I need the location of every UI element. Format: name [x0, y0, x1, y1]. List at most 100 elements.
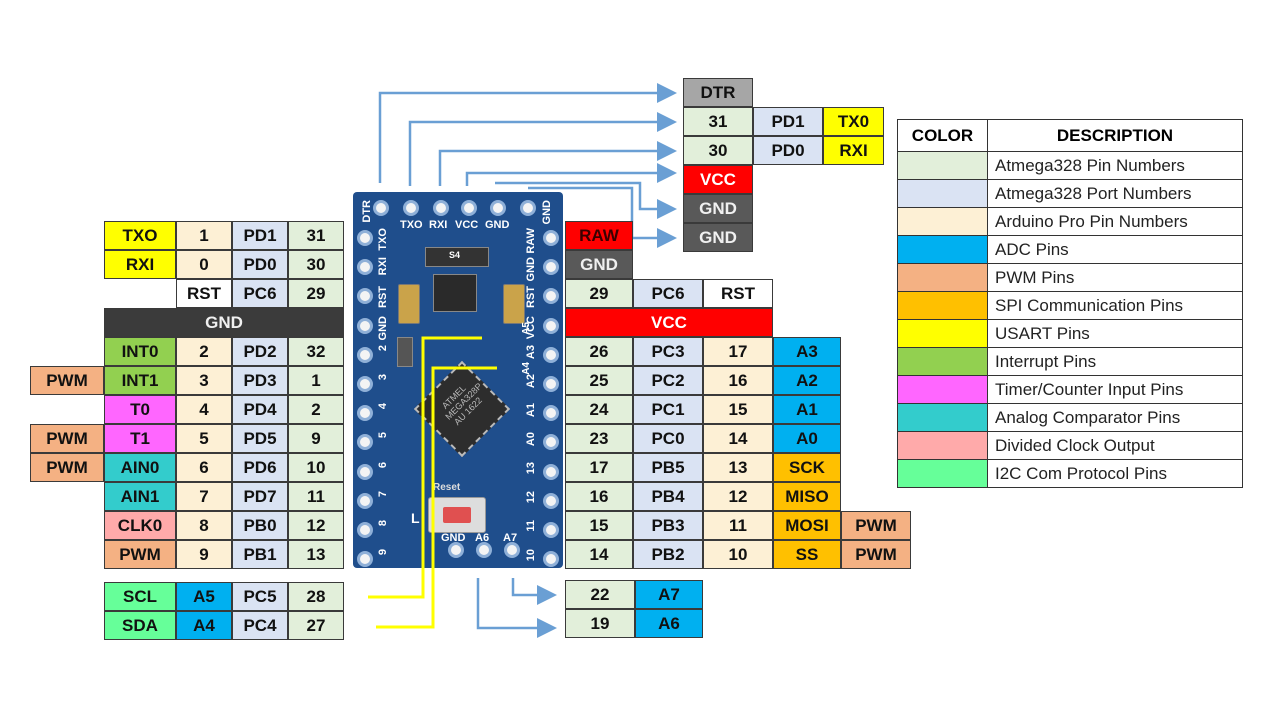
- right-rst-label: RST: [703, 279, 773, 308]
- left-arduino-pin: 4: [176, 395, 232, 424]
- left-port: PD2: [232, 337, 288, 366]
- capacitor-right: [503, 284, 525, 324]
- left-atmega-pin: 2: [288, 395, 344, 424]
- left-port: PB1: [232, 540, 288, 569]
- pin-hole-right: [543, 463, 559, 480]
- pin-hole-top: [403, 200, 419, 216]
- right-rst-port: PC6: [633, 279, 703, 308]
- arrow-a6: [476, 578, 557, 638]
- left-func: CLK0: [104, 511, 176, 540]
- left-func: INT0: [104, 337, 176, 366]
- regulator-label: S4: [449, 250, 461, 260]
- right-func: A1: [773, 395, 841, 424]
- capacitor-left: [398, 284, 420, 324]
- right-func: MISO: [773, 482, 841, 511]
- top-row-2-port: PD0: [753, 136, 823, 165]
- left-atmega-pin: 13: [288, 540, 344, 569]
- left-arduino-pin: 3: [176, 366, 232, 395]
- legend-label: PWM Pins: [987, 263, 1243, 292]
- pin-hole-left: [357, 551, 373, 568]
- pin-hole-right: [543, 405, 559, 422]
- legend-label: SPI Communication Pins: [987, 291, 1243, 320]
- board-left-label: TXO: [377, 228, 389, 251]
- left-arduino-pin: 1: [176, 221, 232, 250]
- pin-hole-top: [461, 200, 477, 216]
- board-left-label: RST: [377, 286, 389, 309]
- left-port: PD4: [232, 395, 288, 424]
- left-atmega-pin: 30: [288, 250, 344, 279]
- board-right-label: A3: [525, 344, 537, 359]
- right-atmega-pin: 14: [565, 540, 633, 569]
- right-atmega-pin: 16: [565, 482, 633, 511]
- board-right-label: GND: [525, 257, 537, 282]
- left-func: AIN0: [104, 453, 176, 482]
- right-atmega-pin: 25: [565, 366, 633, 395]
- right-port: PC1: [633, 395, 703, 424]
- pin-hole-right: [543, 259, 559, 276]
- left-atmega-pin: 11: [288, 482, 344, 511]
- board-label-rxi: RXI: [429, 219, 448, 231]
- legend-row: ADC Pins: [897, 235, 1243, 264]
- pin-hole-top: [373, 200, 389, 216]
- board-label-a5: A5: [521, 322, 532, 335]
- left-func: INT1: [104, 366, 176, 395]
- left-atmega-pin: 32: [288, 337, 344, 366]
- board-left-label: RXI: [377, 257, 389, 276]
- legend-swatch: [897, 263, 988, 292]
- top-row-1-func: TX0: [823, 107, 884, 136]
- right-vcc: VCC: [565, 308, 773, 337]
- board-left-label: 7: [377, 490, 389, 497]
- board-right-label: 12: [525, 490, 537, 504]
- board-left-label: 6: [377, 461, 389, 468]
- right-arduino-pin: 15: [703, 395, 773, 424]
- left-pwm-badge: PWM: [30, 366, 104, 395]
- board-right-label: 11: [525, 520, 537, 532]
- left-port: PD1: [232, 221, 288, 250]
- right-arduino-pin: 12: [703, 482, 773, 511]
- left-gnd: GND: [104, 308, 344, 337]
- legend-swatch: [897, 319, 988, 348]
- pin-hole-bottom: [476, 542, 492, 558]
- arrow-gnd1: [495, 181, 677, 219]
- i2c-atmega-pin: 27: [288, 611, 344, 640]
- legend-swatch: [897, 179, 988, 208]
- board-left-label: 8: [377, 520, 389, 527]
- top-row-2-func: RXI: [823, 136, 884, 165]
- pin-hole-right: [543, 376, 559, 392]
- legend-swatch: [897, 291, 988, 320]
- board-label-bottom-gnd: GND: [441, 532, 466, 544]
- board-right-label: 10: [525, 549, 537, 562]
- legend-row: PWM Pins: [897, 263, 1243, 292]
- board-right-label: 13: [525, 461, 537, 474]
- left-port: PD3: [232, 366, 288, 395]
- right-arduino-pin: 17: [703, 337, 773, 366]
- board-left-label: GND: [377, 315, 389, 341]
- left-arduino-pin: 7: [176, 482, 232, 511]
- board-label-gnd: GND: [485, 219, 510, 231]
- right-port: PC3: [633, 337, 703, 366]
- left-atmega-pin: 12: [288, 511, 344, 540]
- pin-hole-left: [357, 405, 373, 422]
- legend-swatch: [897, 347, 988, 376]
- legend-label: Divided Clock Output: [987, 431, 1243, 460]
- right-func: MOSI: [773, 511, 841, 540]
- legend-swatch: [897, 235, 988, 264]
- right-func: SS: [773, 540, 841, 569]
- board-right-label: RST: [525, 286, 537, 309]
- left-atmega-pin: 1: [288, 366, 344, 395]
- left-arduino-pin: RST: [176, 279, 232, 308]
- left-arduino-pin: 2: [176, 337, 232, 366]
- left-arduino-pin: 0: [176, 250, 232, 279]
- right-arduino-pin: 13: [703, 453, 773, 482]
- right-atmega-pin: 17: [565, 453, 633, 482]
- left-arduino-pin: 5: [176, 424, 232, 453]
- reset-button-cap[interactable]: [443, 507, 471, 523]
- ldo-chip: [433, 274, 477, 312]
- i2c-atmega-pin: 28: [288, 582, 344, 611]
- legend-label: I2C Com Protocol Pins: [987, 459, 1243, 488]
- left-pwm-badge: PWM: [30, 424, 104, 453]
- reset-button[interactable]: [428, 497, 486, 533]
- arrow-dtr: [378, 83, 677, 183]
- right-arduino-pin: 16: [703, 366, 773, 395]
